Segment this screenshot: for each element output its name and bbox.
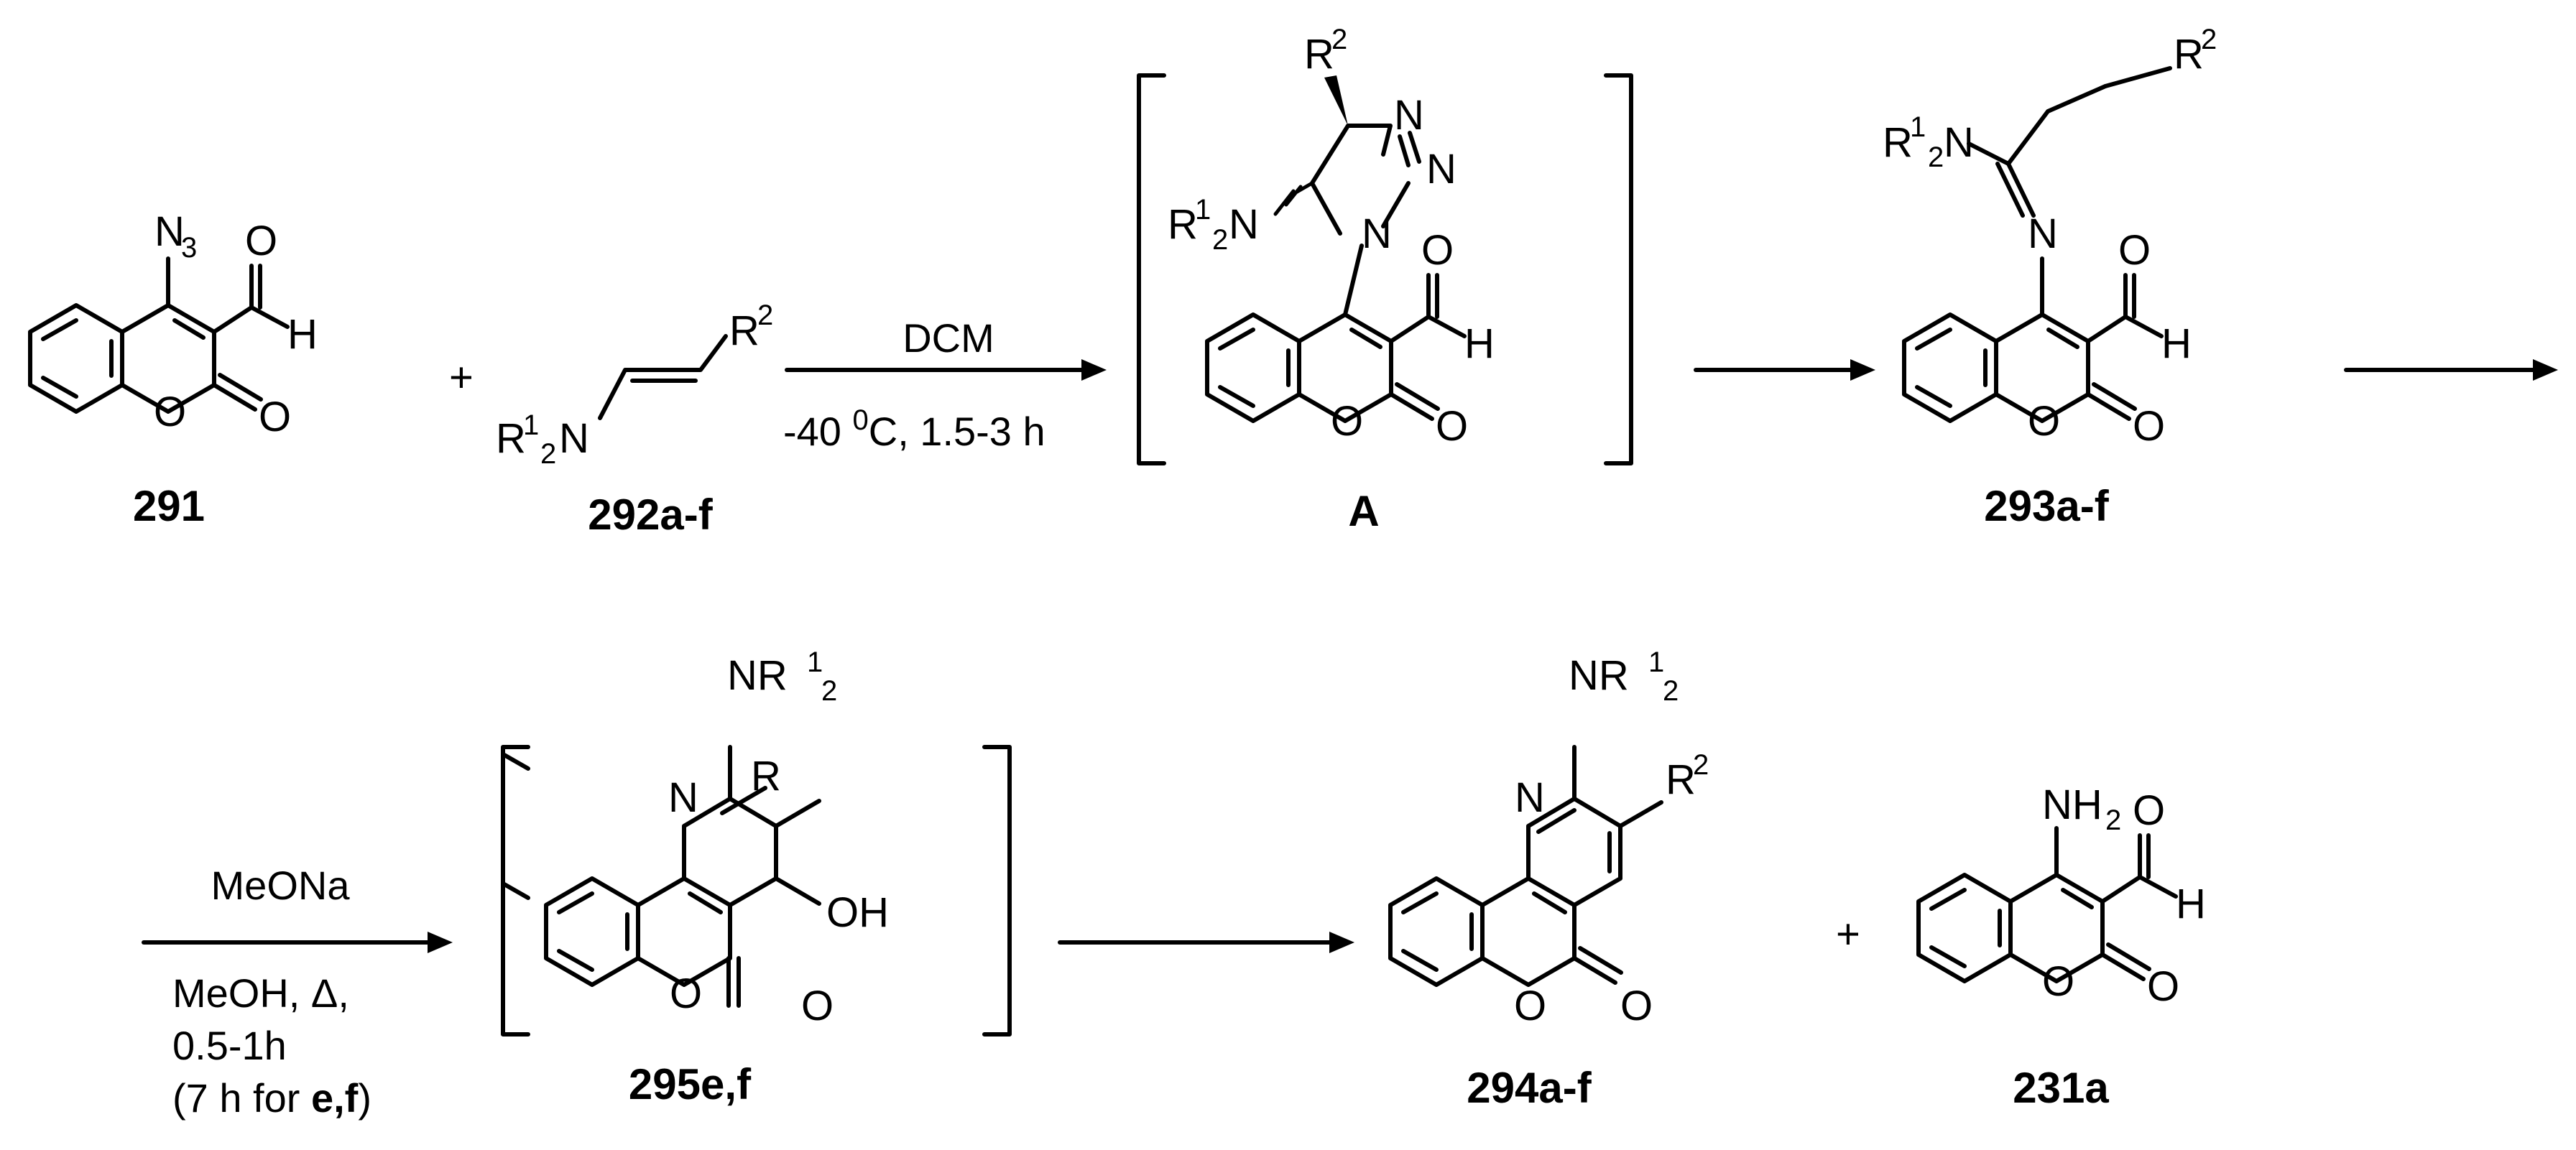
carbonyl-o: O: [259, 394, 291, 440]
A-amine-n: N: [1229, 201, 1259, 248]
293-carbonyl-o: O: [2133, 403, 2165, 450]
label-A: A: [1348, 487, 1379, 535]
A-aldehyde-o: O: [1421, 227, 1454, 274]
231-nh: NH: [2042, 782, 2102, 828]
A-r2: R: [1304, 31, 1334, 78]
293-r2: R: [2174, 31, 2204, 78]
label-291: 291: [133, 482, 205, 530]
294-sup1: 1: [1648, 646, 1664, 678]
294-r2-sup: 2: [1693, 749, 1709, 781]
A-r1-sup: 1: [1195, 194, 1211, 226]
A-ring-o: O: [1331, 398, 1363, 445]
label-292: 292a-f: [588, 491, 713, 539]
293-aldehyde-o: O: [2118, 227, 2151, 274]
294-sub2: 2: [1663, 675, 1679, 707]
plus-2: +: [1836, 911, 1860, 957]
294-r2: R: [1666, 756, 1696, 803]
293-r1-sub: 2: [1928, 142, 1944, 173]
293-imine-n: N: [2028, 210, 2058, 257]
ring-o: O: [154, 389, 186, 435]
compound-293: N R 1 2 N R 2 O H O O 293a-f: [1883, 24, 2217, 530]
label-293: 293a-f: [1984, 482, 2109, 530]
label-294: 294a-f: [1467, 1064, 1592, 1112]
293-aldehyde-h: H: [2161, 320, 2192, 367]
compound-291: N 3 O H O O 291: [28, 208, 318, 530]
enamine-r2-sup: 2: [757, 300, 773, 331]
A-n2: N: [1426, 146, 1456, 193]
293-ring-o: O: [2028, 398, 2060, 445]
231-aldehyde-h: H: [2176, 881, 2206, 927]
294-ring-o: O: [1514, 983, 1546, 1029]
231-nh-sub: 2: [2105, 804, 2121, 836]
aldehyde-h: H: [287, 311, 318, 358]
A-carbonyl-o: O: [1436, 403, 1468, 450]
arrow-step2: [1694, 359, 1875, 381]
compound-294: NR 1 2 R 2 N O O 294a-f: [1388, 646, 1709, 1112]
enamine-r2: R: [729, 307, 760, 354]
azide-n: N: [154, 208, 185, 255]
arrow-step1: DCM -40 0C, 1.5-3 h: [783, 315, 1107, 454]
294-nr: NR: [1569, 652, 1629, 699]
enamine-n: N: [559, 415, 589, 462]
enamine-sup1: 1: [523, 409, 539, 441]
295-ring-o: O: [670, 970, 702, 1017]
azide-sub: 3: [181, 232, 197, 264]
295-sup1: 1: [807, 646, 823, 678]
295-sub2: 2: [821, 675, 837, 707]
293-r2-sup: 2: [2201, 24, 2217, 55]
295-r2: R: [751, 753, 781, 799]
293-amine-n: N: [1944, 119, 1974, 166]
A-n3: N: [1394, 92, 1424, 139]
arrow-step5: [1058, 932, 1354, 953]
A-r2-sup: 2: [1331, 24, 1347, 55]
compound-231: NH 2 O H O O 231a: [1916, 782, 2206, 1112]
intermediate-A: R 2 N N N R 1 2 N O H O O A: [1137, 24, 1633, 535]
aldehyde-o: O: [245, 218, 277, 264]
231-carbonyl-o: O: [2147, 963, 2179, 1010]
step4-line1: MeOH, Δ,: [172, 970, 349, 1016]
A-r1: R: [1168, 201, 1198, 248]
294-ring-n: N: [1515, 774, 1545, 821]
295-oh: OH: [826, 889, 889, 936]
293-r1: R: [1883, 119, 1913, 166]
label-295: 295e,f: [629, 1060, 752, 1108]
231-aldehyde-o: O: [2133, 787, 2165, 834]
A-aldehyde-h: H: [1464, 320, 1495, 367]
arrow-step4: MeONa MeOH, Δ, 0.5-1h (7 h for e,f): [142, 863, 453, 1121]
step1-temp: -40 0C, 1.5-3 h: [783, 404, 1045, 454]
arrow-step3: [2344, 359, 2558, 381]
intermediate-295: NR 1 2 R N OH O O 295e,f: [501, 646, 1012, 1108]
step4-line3: (7 h for e,f): [172, 1075, 371, 1121]
231-ring-o: O: [2042, 958, 2074, 1005]
compound-292: R 1 2 N R 2 292a-f: [496, 300, 773, 539]
295-nr: NR: [727, 652, 788, 699]
step1-reagent: DCM: [902, 315, 994, 361]
A-r1-sub: 2: [1212, 224, 1228, 256]
295-carbonyl-o: O: [801, 983, 834, 1029]
step4-line2: 0.5-1h: [172, 1023, 287, 1068]
step4-reagent: MeONa: [211, 863, 351, 908]
294-carbonyl-o: O: [1620, 983, 1653, 1029]
enamine-sub2: 2: [540, 438, 556, 470]
enamine-r: R: [496, 415, 526, 462]
295-ring-n: N: [668, 774, 698, 821]
label-231: 231a: [2013, 1064, 2109, 1112]
A-n1: N: [1362, 210, 1392, 257]
293-r1-sup: 1: [1910, 111, 1926, 143]
plus-1: +: [449, 354, 474, 401]
